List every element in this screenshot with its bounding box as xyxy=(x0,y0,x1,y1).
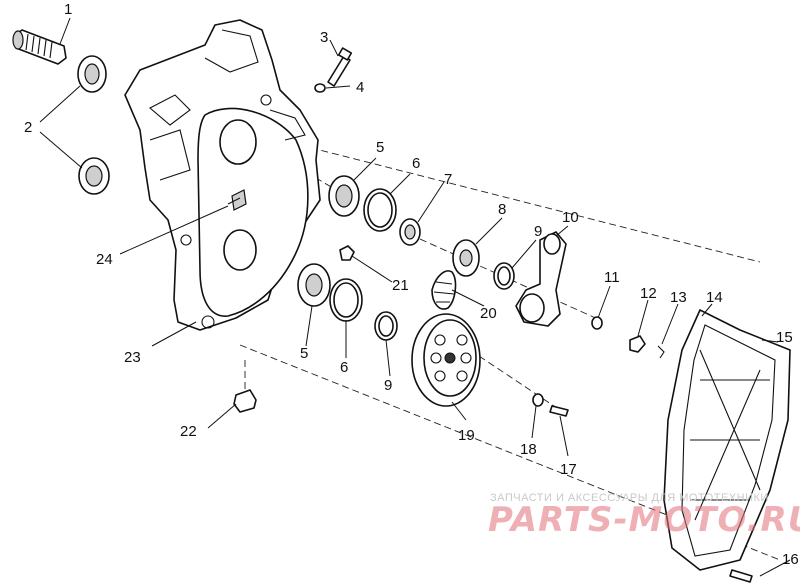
callout-2: 2 xyxy=(24,119,32,136)
washer-part-18 xyxy=(532,393,544,407)
callout-12: 12 xyxy=(640,285,657,302)
callout-4: 4 xyxy=(356,79,364,96)
callout-10: 10 xyxy=(562,209,579,226)
callout-22: 22 xyxy=(180,423,197,440)
callout-14: 14 xyxy=(706,289,723,306)
watermark-caption: ЗАПЧАСТИ И АКСЕССУАРЫ ДЛЯ МОТОТЕХНИКИ xyxy=(490,492,769,504)
pin-part-24 xyxy=(227,197,241,205)
callout-13: 13 xyxy=(670,289,687,306)
callout-23: 23 xyxy=(124,349,141,366)
washer-part-9-upper xyxy=(493,262,515,290)
callout-18: 18 xyxy=(520,441,537,458)
callout-11: 11 xyxy=(604,269,620,286)
bearing-lower xyxy=(297,263,331,307)
o-ring-upper xyxy=(363,188,397,232)
callout-19: 19 xyxy=(458,427,475,444)
bolt-part-3 xyxy=(327,47,353,87)
callout-16: 16 xyxy=(782,551,799,568)
sprocket-top xyxy=(452,239,480,277)
callout-6: 6 xyxy=(412,155,420,172)
callout-7: 7 xyxy=(444,171,452,188)
chaincase-cover xyxy=(663,309,791,571)
callout-9: 9 xyxy=(534,223,542,240)
drain-plug-part-22 xyxy=(233,389,257,413)
washer-part-4 xyxy=(314,83,326,93)
tensioner-arm xyxy=(515,231,567,327)
bolt-part-17 xyxy=(549,405,569,417)
chaincase-housing xyxy=(124,19,321,331)
callout-3: 3 xyxy=(320,29,328,46)
callout-20: 20 xyxy=(480,305,497,322)
leader-lines xyxy=(39,17,791,577)
nut-part-21 xyxy=(339,245,355,261)
sprocket-large xyxy=(411,313,481,407)
bearing-upper xyxy=(328,175,360,217)
o-ring-lower xyxy=(329,278,363,322)
callout-5: 5 xyxy=(376,139,384,156)
callout-1: 1 xyxy=(64,1,72,18)
shaft-part-1 xyxy=(12,29,67,65)
watermark-logo: PARTS-MOTO.RU xyxy=(488,500,800,540)
seal-upper xyxy=(77,55,107,93)
callout-8: 8 xyxy=(498,201,506,218)
callout-5-lower: 5 xyxy=(300,345,308,362)
seal-lower xyxy=(78,157,110,195)
callout-15: 15 xyxy=(776,329,793,346)
washer-part-11 xyxy=(591,316,603,330)
callout-6-lower: 6 xyxy=(340,359,348,376)
nut-part-12 xyxy=(629,335,646,353)
callout-17: 17 xyxy=(560,461,577,478)
callout-labels: 1 2 3 4 5 6 7 8 9 10 11 12 13 14 15 16 1… xyxy=(24,1,799,568)
spacer-part-7 xyxy=(399,218,421,246)
callout-9-lower: 9 xyxy=(384,377,392,394)
bolt-part-16 xyxy=(729,569,753,583)
drive-chain xyxy=(431,270,457,310)
callout-21: 21 xyxy=(392,277,409,294)
washer-part-9-lower xyxy=(374,311,398,341)
callout-24: 24 xyxy=(96,251,113,268)
pin-part-13 xyxy=(657,345,665,359)
